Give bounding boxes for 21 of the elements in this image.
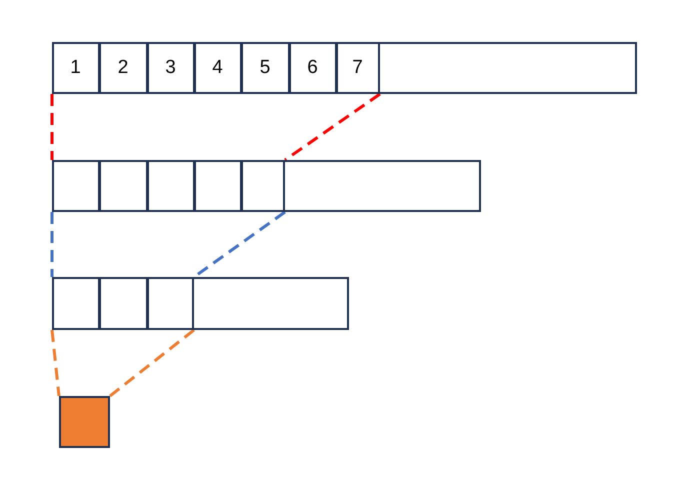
array-cell [146, 276, 194, 330]
dashed-connector [50, 94, 54, 160]
array-cell: 6 [288, 42, 336, 94]
array-bar [52, 160, 481, 212]
array-cell: 5 [240, 42, 290, 94]
array-cell [194, 160, 242, 212]
array-cell: 3 [146, 42, 194, 94]
dashed-connector [109, 328, 195, 398]
array-cell [98, 276, 148, 330]
dashed-connector [50, 330, 60, 396]
array-bar [52, 42, 637, 94]
array-bar [52, 277, 349, 330]
array-cell [240, 160, 284, 212]
dashed-connector [284, 92, 381, 162]
output-square [59, 396, 110, 448]
array-cell [98, 160, 148, 212]
array-cell: 4 [194, 42, 242, 94]
array-cell: 2 [98, 42, 148, 94]
array-cell: 7 [336, 42, 380, 94]
array-cell [146, 160, 194, 212]
dashed-connector [50, 212, 54, 277]
